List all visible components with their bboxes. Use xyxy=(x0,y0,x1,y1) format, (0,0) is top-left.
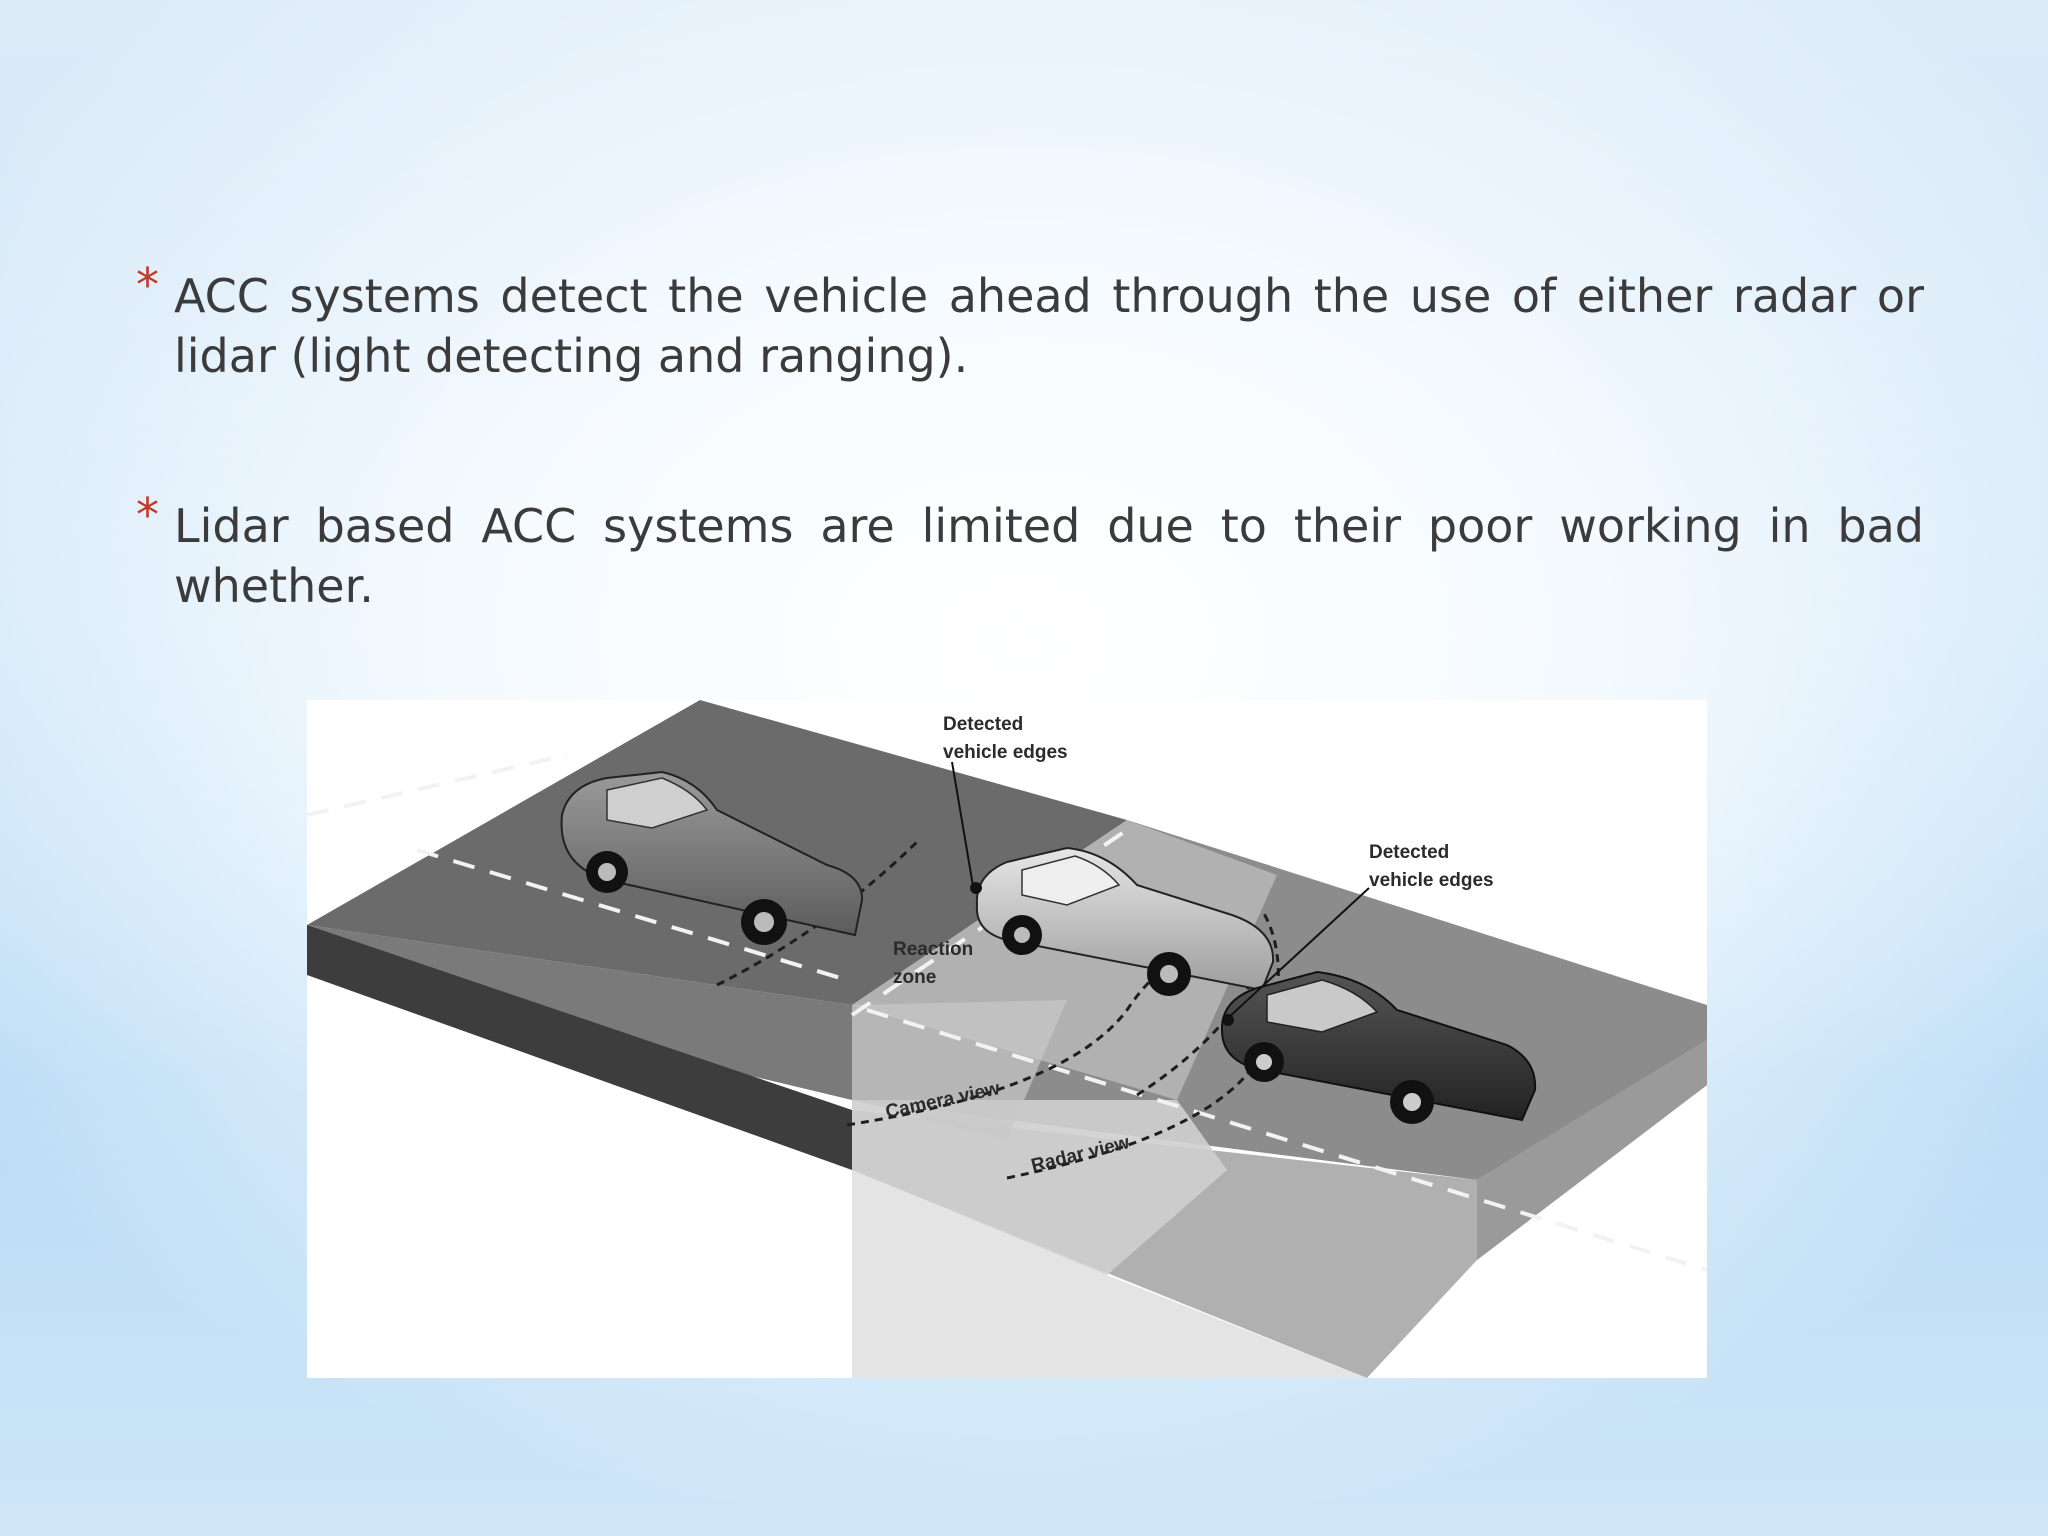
label-reaction-zone-b: zone xyxy=(893,967,936,988)
bullet-marker-icon: * xyxy=(136,258,159,312)
bullet-item-2: * Lidar based ACC systems are limited du… xyxy=(136,492,1924,616)
car-3-icon xyxy=(1220,970,1537,1124)
label-detected-edges-1a: Detected xyxy=(943,714,1023,735)
label-detected-edges-1b: vehicle edges xyxy=(943,742,1068,763)
acc-diagram: Detected vehicle edges Detected vehicle … xyxy=(307,700,1707,1378)
bullet-text-2: Lidar based ACC systems are limited due … xyxy=(174,499,1924,613)
car-1-icon xyxy=(560,770,864,945)
sensor-zones xyxy=(852,820,1367,1378)
acc-diagram-figure: Detected vehicle edges Detected vehicle … xyxy=(307,700,1707,1378)
leader-lines xyxy=(951,761,1370,1019)
label-reaction-zone-a: Reaction xyxy=(893,939,973,960)
bullet-item-1: * ACC systems detect the vehicle ahead t… xyxy=(136,262,1924,386)
bullet-text-1: ACC systems detect the vehicle ahead thr… xyxy=(174,269,1924,383)
bullet-marker-icon: * xyxy=(136,488,159,542)
label-detected-edges-2b: vehicle edges xyxy=(1369,870,1494,891)
label-detected-edges-2a: Detected xyxy=(1369,842,1449,863)
